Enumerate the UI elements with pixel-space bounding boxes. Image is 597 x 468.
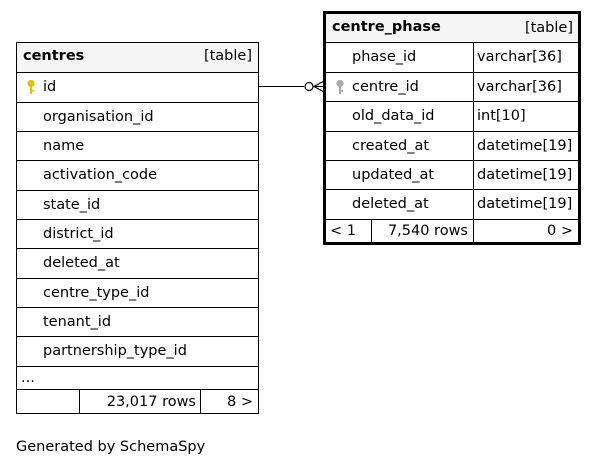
row-count: 23,017 rows (106, 394, 196, 410)
foreign-key-icon (336, 79, 344, 94)
table-header: centre_phase [table] (326, 14, 578, 44)
table-centre-phase[interactable]: centre_phase [table] phase_id varchar[36… (323, 11, 581, 245)
column-type: int[10] (477, 108, 526, 124)
column-row: centre_id varchar[36] (326, 72, 578, 101)
zero-or-many-circle (304, 81, 314, 92)
column-name: organisation_id (43, 109, 154, 125)
column-name: district_id (43, 226, 114, 242)
column-name: centre_id (352, 79, 419, 95)
table-header: centres [table] (17, 43, 258, 73)
column-name: name (43, 138, 85, 154)
column-row: district_id (17, 219, 258, 248)
row-count: 7,540 rows (387, 223, 468, 239)
crow-foot (313, 80, 325, 88)
table-centres[interactable]: centres [table] id organisation_id name … (16, 42, 259, 414)
column-name: deleted_at (352, 196, 429, 212)
column-row: id (17, 72, 258, 102)
column-row: deleted_at datetime[19] (326, 189, 578, 219)
parents-link[interactable]: < 1 (330, 223, 356, 239)
column-type: varchar[36] (477, 79, 562, 95)
column-row: name (17, 131, 258, 160)
more-columns: ... (21, 370, 35, 386)
column-type: datetime[19] (477, 196, 573, 212)
column-row: activation_code (17, 160, 258, 190)
column-row: old_data_id int[10] (326, 101, 578, 131)
column-row: tenant_id (17, 307, 258, 336)
column-name: updated_at (352, 167, 435, 183)
column-row: phase_id varchar[36] (326, 42, 578, 72)
column-row: centre_type_id (17, 278, 258, 307)
table-kind: [table] (524, 20, 573, 36)
key-icon (27, 79, 35, 94)
column-type: varchar[36] (477, 49, 562, 65)
column-name: deleted_at (43, 255, 120, 271)
table-footer: < 1 7,540 rows 0 > (326, 219, 578, 243)
column-name: tenant_id (43, 314, 112, 330)
column-row: state_id (17, 190, 258, 219)
column-row: updated_at datetime[19] (326, 160, 578, 189)
table-kind: [table] (203, 48, 252, 64)
column-row: partnership_type_id (17, 336, 258, 366)
table-footer: 23,017 rows 8 > (17, 389, 258, 414)
column-row: created_at datetime[19] (326, 131, 578, 160)
column-type: datetime[19] (477, 167, 573, 183)
children-link[interactable]: 0 > (547, 223, 573, 239)
column-name: id (43, 79, 57, 95)
column-name: activation_code (43, 167, 158, 183)
more-columns-row: ... (17, 366, 258, 390)
column-name: created_at (352, 138, 430, 154)
column-row: organisation_id (17, 102, 258, 131)
column-name: centre_type_id (43, 285, 150, 301)
table-name: centres (23, 48, 85, 64)
column-type: datetime[19] (477, 138, 573, 154)
generator-credit: Generated by SchemaSpy (16, 439, 206, 455)
column-name: partnership_type_id (43, 343, 187, 359)
column-row: deleted_at (17, 248, 258, 278)
column-name: old_data_id (352, 108, 435, 124)
table-name: centre_phase (332, 19, 441, 35)
children-link[interactable]: 8 > (227, 394, 253, 410)
column-name: state_id (43, 197, 101, 213)
column-name: phase_id (352, 49, 417, 65)
